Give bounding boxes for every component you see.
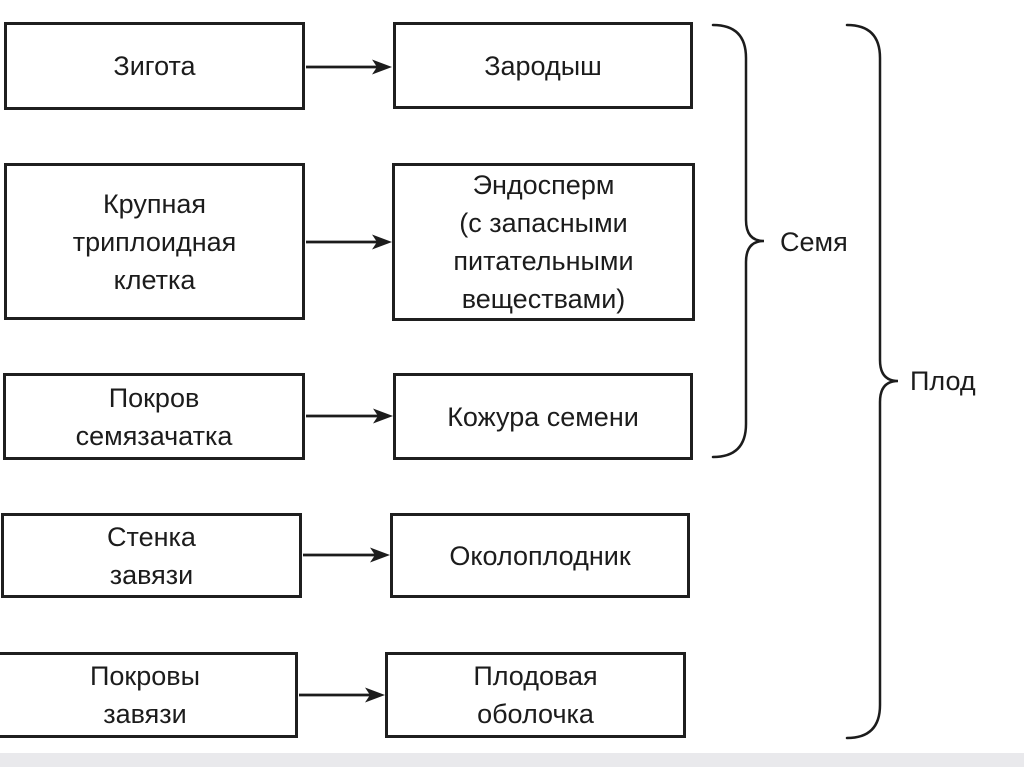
fruit-curly-brace-icon: [845, 23, 899, 740]
box-triploid-cell: Крупная триплоидная клетка: [4, 163, 305, 320]
seed-group-label: Семя: [780, 227, 848, 257]
box-embryo-label: Зародыш: [484, 50, 602, 81]
box-zygote: Зигота: [4, 22, 305, 110]
box-ovary-wall: Стенка завязи: [1, 513, 302, 598]
box-ovary-integuments-label: Покровы завязи: [89, 661, 201, 729]
arrow-right-icon: [306, 234, 392, 250]
seed-curly-brace-icon: [711, 23, 765, 459]
bottom-edge-strip: [0, 753, 1024, 767]
box-pericarp-label: Околоплодник: [449, 540, 631, 571]
arrow-right-icon: [299, 687, 385, 703]
box-fruit-coat: Плодовая оболочка: [385, 652, 686, 738]
box-endosperm-label: Эндосперм (с запасными питательными веще…: [453, 170, 634, 314]
box-endosperm: Эндосперм (с запасными питательными веще…: [392, 163, 695, 321]
arrow-right-icon: [306, 59, 392, 75]
fruit-group-label: Плод: [910, 366, 976, 396]
box-triploid-cell-label: Крупная триплоидная клетка: [72, 188, 237, 295]
box-zygote-label: Зигота: [113, 51, 196, 81]
box-ovule-integument: Покров семязачатка: [3, 373, 305, 460]
box-seed-coat: Кожура семени: [393, 373, 693, 460]
box-embryo: Зародыш: [393, 22, 693, 109]
arrow-right-icon: [303, 547, 390, 563]
box-ovary-integuments: Покровы завязи: [0, 652, 298, 738]
box-ovary-wall-label: Стенка завязи: [107, 521, 196, 590]
box-fruit-coat-label: Плодовая оболочка: [473, 661, 598, 729]
arrow-right-icon: [306, 408, 393, 424]
box-seed-coat-label: Кожура семени: [447, 401, 639, 432]
box-pericarp: Околоплодник: [390, 513, 690, 598]
box-ovule-integument-label: Покров семязачатка: [75, 382, 233, 451]
